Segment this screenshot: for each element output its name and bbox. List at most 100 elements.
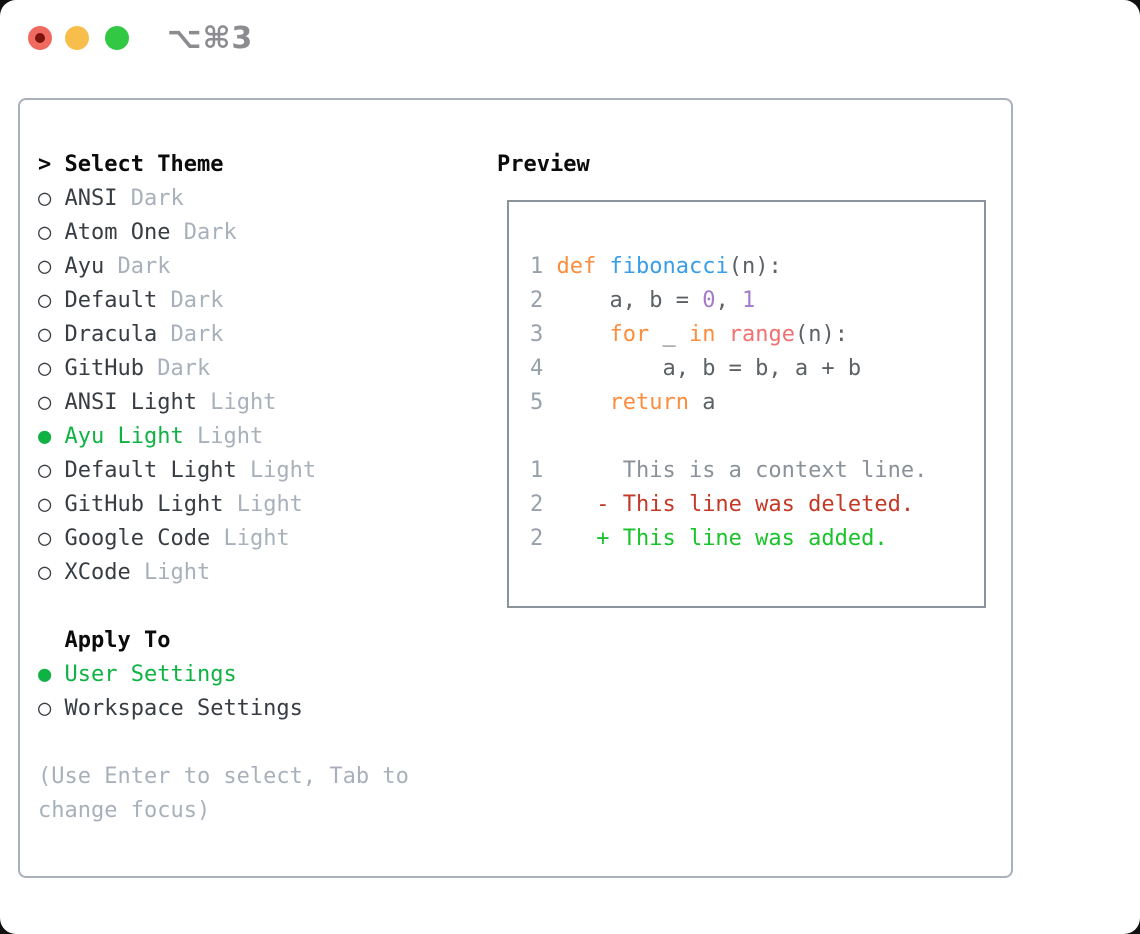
select-theme-header: > Select Theme <box>38 148 409 182</box>
apply-option-label: User Settings <box>64 662 237 687</box>
code-segment: (n): <box>794 322 848 347</box>
theme-name: XCode <box>64 560 131 585</box>
line-number: 4 <box>530 356 557 381</box>
spacer-row <box>38 590 409 624</box>
radio-icon: ○ <box>38 390 52 415</box>
hint-line: (Use Enter to select, Tab to <box>38 760 409 794</box>
theme-variant-tag: Light <box>236 492 303 517</box>
spacer <box>170 220 183 245</box>
code-segment: fibonacci <box>609 254 729 279</box>
theme-name: ANSI <box>64 186 118 211</box>
radio-icon: ○ <box>38 696 52 721</box>
theme-name: Ayu <box>64 254 105 279</box>
theme-option-ayu-light-light[interactable]: ● Ayu Light Light <box>38 420 409 454</box>
theme-option-ansi-light-light[interactable]: ○ ANSI Light Light <box>38 386 409 420</box>
hint-line: change focus) <box>38 794 409 828</box>
theme-name: Atom One <box>64 220 171 245</box>
code-segment <box>715 322 728 347</box>
spacer <box>104 254 117 279</box>
code-segment: (n): <box>728 254 782 279</box>
theme-variant-tag: Light <box>196 424 264 449</box>
code-segment: + This line was added. <box>543 526 888 551</box>
radio-icon: ○ <box>38 254 52 279</box>
code-segment: range <box>728 322 795 347</box>
select-theme-title: Select Theme <box>64 152 224 177</box>
close-button[interactable] <box>28 26 52 50</box>
theme-option-github-dark[interactable]: ○ GitHub Dark <box>38 352 409 386</box>
spacer <box>51 492 64 517</box>
zoom-button[interactable] <box>105 26 129 50</box>
hint-text: (Use Enter to select, Tab to <box>38 764 409 789</box>
spacer <box>51 458 64 483</box>
theme-variant-tag: Light <box>143 560 211 585</box>
code-segment: 0 <box>702 288 716 313</box>
radio-selected-icon: ● <box>38 424 52 449</box>
code-segment <box>557 322 610 347</box>
radio-icon: ○ <box>38 560 52 585</box>
spacer <box>117 186 130 211</box>
line-number: 2 <box>530 526 544 551</box>
theme-option-github-light-light[interactable]: ○ GitHub Light Light <box>38 488 409 522</box>
line-number: 2 <box>530 492 544 517</box>
radio-icon: ○ <box>38 288 52 313</box>
spacer <box>51 220 64 245</box>
theme-and-settings-list: > Select Theme○ ANSI Dark○ Atom One Dark… <box>38 148 409 828</box>
spacer <box>51 526 64 551</box>
spacer <box>237 458 250 483</box>
code-line: 1 def fibonacci(n): <box>530 250 984 284</box>
radio-icon: ○ <box>38 458 52 483</box>
radio-icon: ○ <box>38 220 52 245</box>
apply-option-label: Workspace Settings <box>64 696 303 721</box>
theme-variant-tag: Dark <box>117 254 171 279</box>
theme-option-default-light-light[interactable]: ○ Default Light Light <box>38 454 409 488</box>
theme-name: Default Light <box>64 458 237 483</box>
minimize-button[interactable] <box>65 26 89 50</box>
code-line: 2 a, b = 0, 1 <box>530 284 984 318</box>
theme-name: Ayu Light <box>64 424 184 449</box>
theme-variant-tag: Light <box>249 458 317 483</box>
theme-dialog: > Select Theme○ ANSI Dark○ Atom One Dark… <box>18 98 1013 878</box>
theme-name: GitHub Light <box>64 492 224 517</box>
apply-option-workspace-settings[interactable]: ○ Workspace Settings <box>38 692 409 726</box>
theme-option-ayu-dark[interactable]: ○ Ayu Dark <box>38 250 409 284</box>
spacer <box>184 424 197 449</box>
radio-icon: ○ <box>38 186 52 211</box>
spacer <box>51 356 64 381</box>
spacer <box>51 254 64 279</box>
theme-option-ansi-dark[interactable]: ○ ANSI Dark <box>38 182 409 216</box>
code-segment: a, b = <box>556 288 703 313</box>
theme-option-xcode-light[interactable]: ○ XCode Light <box>38 556 409 590</box>
theme-option-google-code-light[interactable]: ○ Google Code Light <box>38 522 409 556</box>
spacer <box>51 322 64 347</box>
spacer <box>51 696 64 721</box>
spacer <box>51 662 64 687</box>
spacer <box>51 424 64 449</box>
spacer <box>131 560 144 585</box>
code-line: 2 - This line was deleted. <box>530 488 984 522</box>
theme-option-default-dark[interactable]: ○ Default Dark <box>38 284 409 318</box>
code-segment: - This line was deleted. <box>543 492 915 517</box>
theme-option-atom-one-dark[interactable]: ○ Atom One Dark <box>38 216 409 250</box>
apply-option-user-settings[interactable]: ● User Settings <box>38 658 409 692</box>
spacer <box>197 390 210 415</box>
theme-variant-tag: Dark <box>170 322 224 347</box>
radio-icon: ○ <box>38 526 52 551</box>
theme-option-dracula-dark[interactable]: ○ Dracula Dark <box>38 318 409 352</box>
line-number: 2 <box>530 288 557 313</box>
radio-icon: ○ <box>38 322 52 347</box>
theme-name: ANSI Light <box>64 390 197 415</box>
code-segment: in <box>688 322 716 347</box>
radio-icon: ○ <box>38 356 52 381</box>
code-segment: for <box>609 322 650 347</box>
code-segment: a <box>688 390 716 415</box>
theme-name: Default <box>64 288 158 313</box>
spacer <box>157 288 170 313</box>
theme-variant-tag: Dark <box>170 288 224 313</box>
code-line: 5 return a <box>530 386 984 420</box>
code-segment: def <box>556 254 610 279</box>
spacer <box>157 322 170 347</box>
theme-name: GitHub <box>64 356 144 381</box>
radio-selected-icon: ● <box>38 662 52 687</box>
